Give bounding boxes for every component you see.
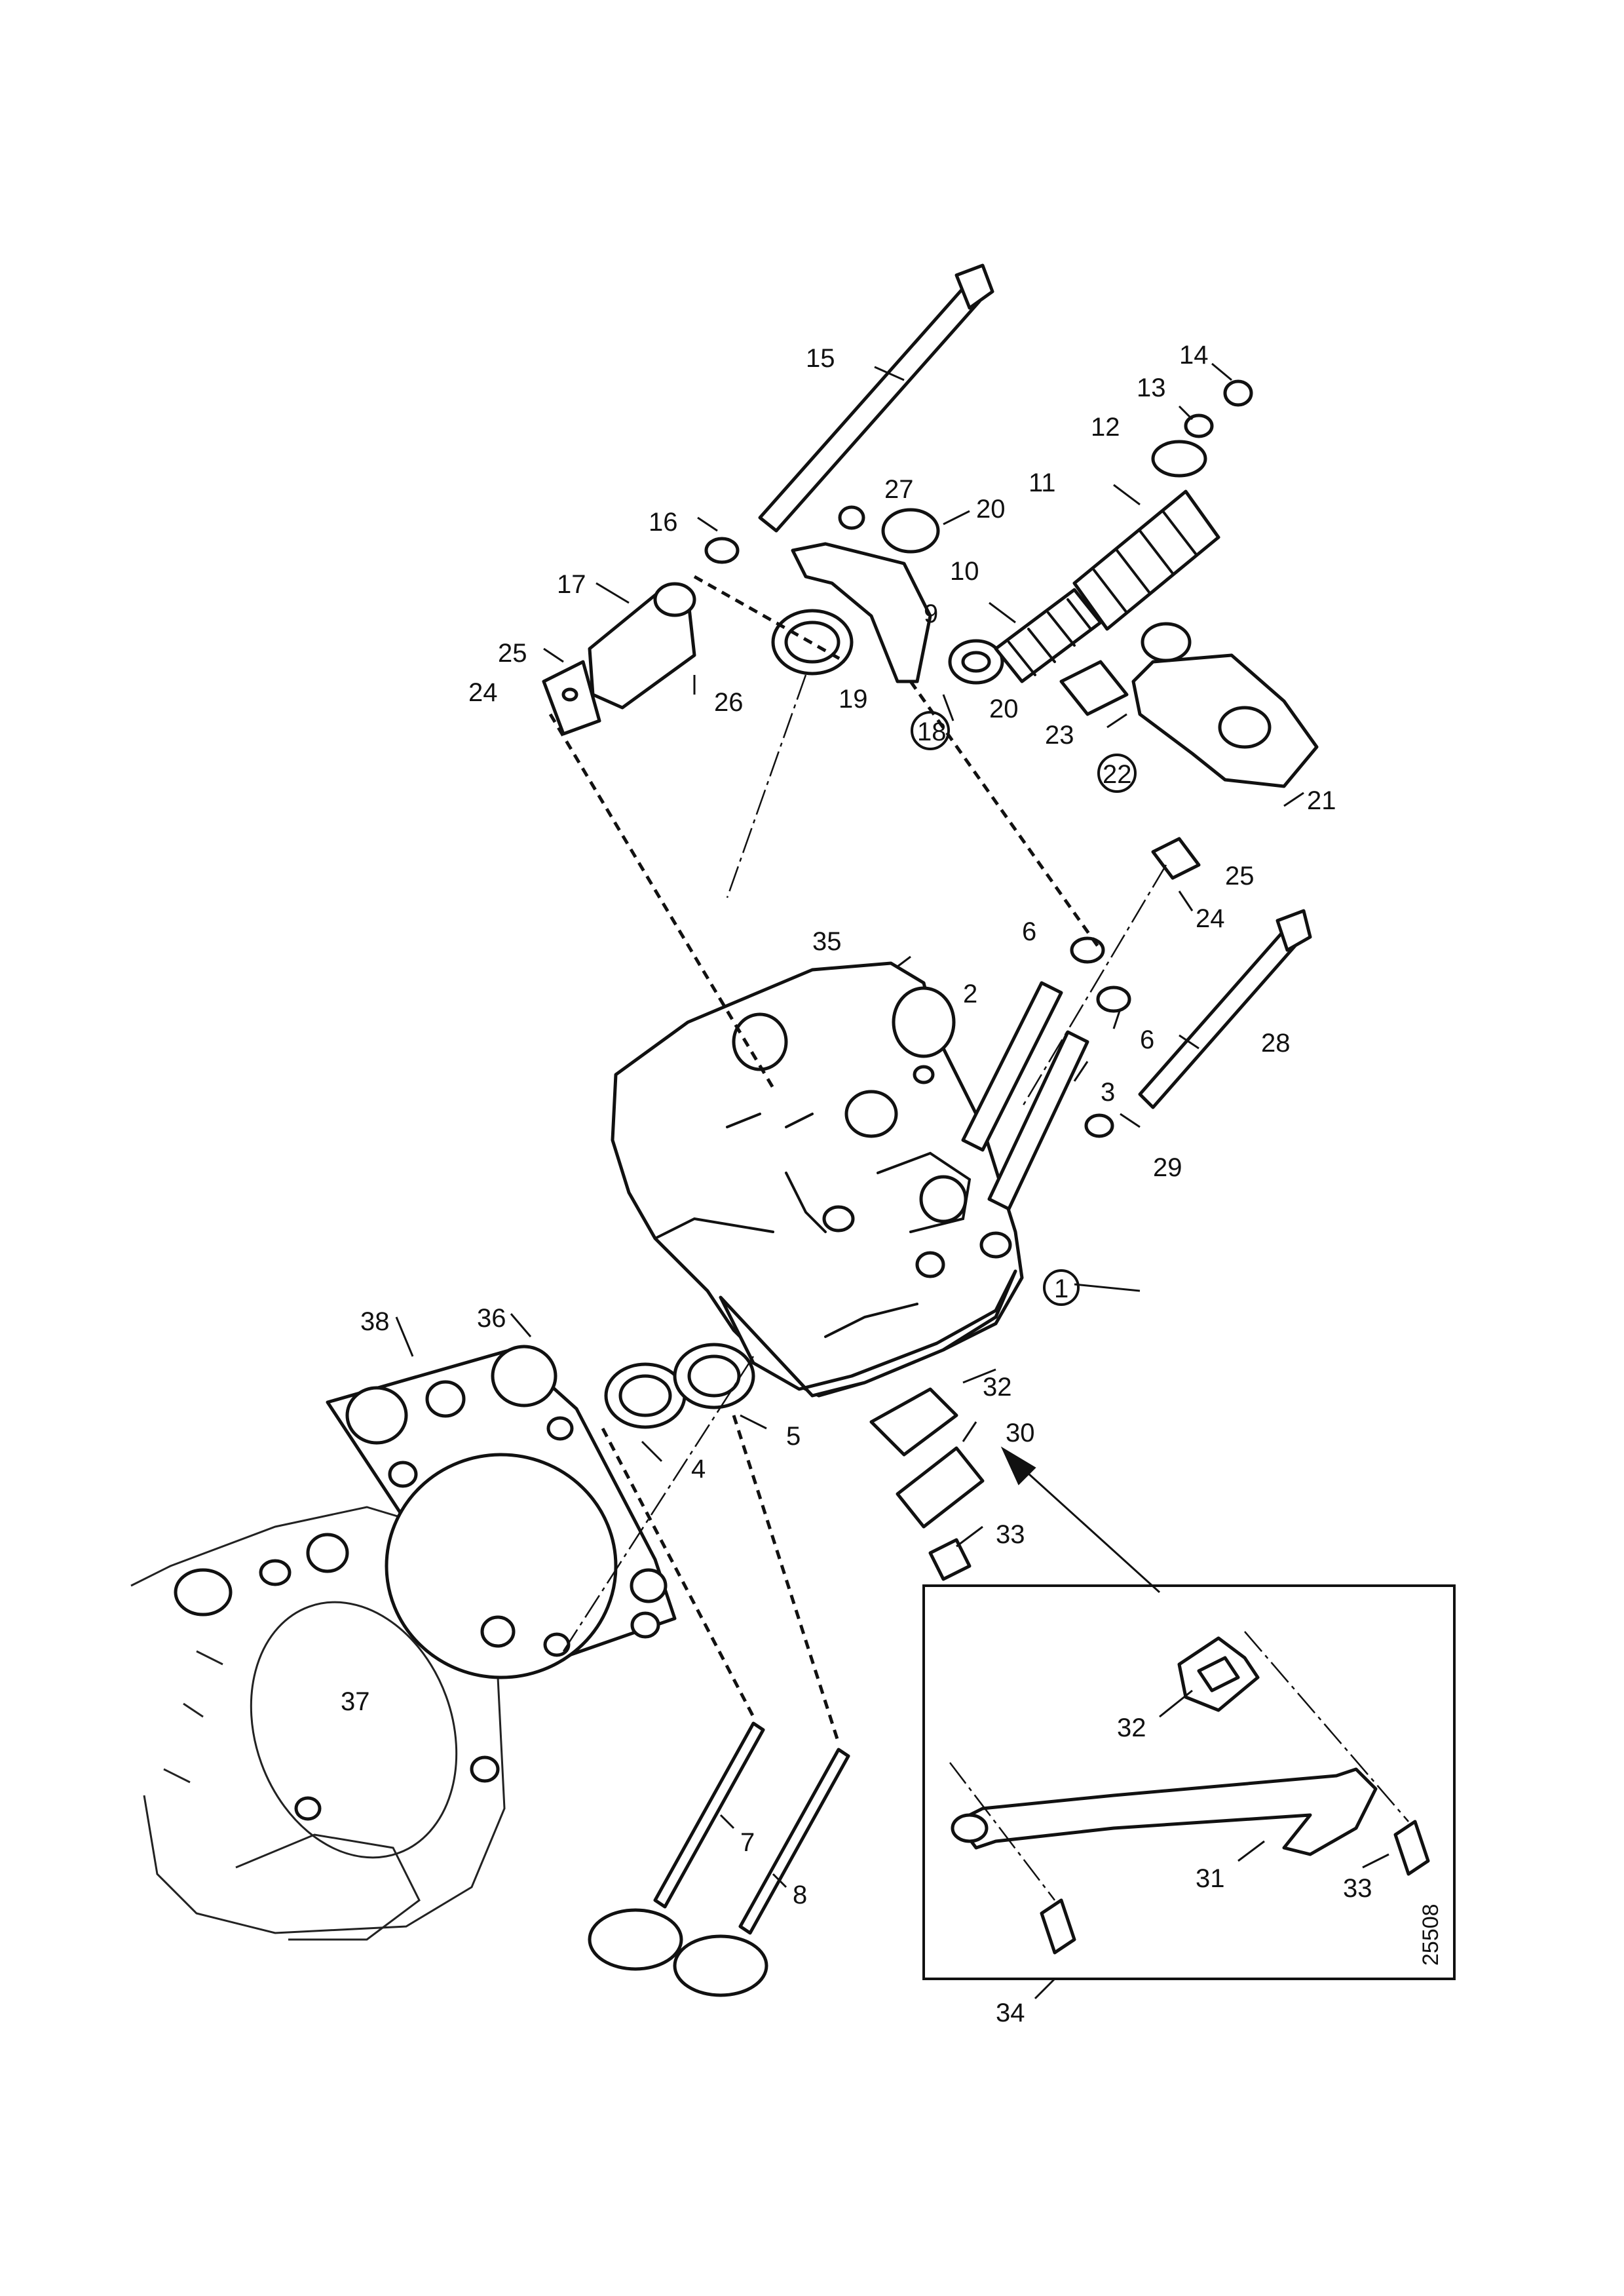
callout-26: 26 (714, 688, 744, 717)
callout-21: 21 (1307, 786, 1336, 815)
head-gasket-38 (326, 1345, 677, 1679)
drawing-reference-number: 25508 (1418, 1904, 1443, 1966)
engine-block-sketch (130, 1506, 506, 1941)
callout-13: 13 (1137, 373, 1166, 402)
callout-20b: 20 (989, 695, 1019, 723)
callout-20a: 20 (976, 495, 1006, 524)
callout-25b: 25 (1225, 862, 1255, 890)
callout-27: 27 (884, 475, 914, 504)
rocker-bracket-17 (542, 582, 696, 736)
valves (588, 1721, 850, 1997)
inset-detail-box: 32 31 33 34 25508 (922, 1584, 1456, 2027)
cylinder-head-1 (611, 961, 1024, 1398)
callout-24a: 24 (468, 678, 498, 707)
callout-18: 18 (917, 718, 947, 746)
callout-12: 12 (1091, 413, 1120, 442)
callout-30: 30 (1006, 1419, 1035, 1447)
inset-callout-33: 33 (1343, 1874, 1372, 1903)
callout-29: 29 (1153, 1153, 1182, 1182)
callout-9: 9 (924, 600, 938, 628)
inset-callout-32: 32 (1117, 1713, 1146, 1742)
callout-2: 2 (963, 980, 977, 1008)
callout-28: 28 (1261, 1029, 1291, 1058)
callout-23: 23 (1045, 721, 1074, 750)
seal-rings (604, 1343, 755, 1429)
callout-17: 17 (557, 570, 586, 599)
long-bolt-15 (704, 263, 994, 564)
callout-22: 22 (1103, 760, 1132, 789)
callout-32: 32 (983, 1373, 1012, 1402)
callout-7: 7 (740, 1828, 755, 1857)
callout-11: 11 (1029, 469, 1056, 497)
callout-19: 19 (839, 685, 868, 714)
callout-16: 16 (649, 508, 678, 537)
callout-8: 8 (793, 1881, 807, 1909)
callout-15: 15 (806, 344, 835, 373)
rocker-arm-21 (1059, 622, 1319, 880)
coolant-connector (869, 1387, 985, 1581)
alignment-lines (548, 575, 1167, 1744)
callout-25a: 25 (498, 639, 527, 668)
leader-lines (395, 362, 1304, 1888)
callout-1: 1 (1054, 1274, 1068, 1303)
callout-4: 4 (691, 1455, 706, 1483)
callout-24b: 24 (1196, 904, 1225, 933)
callout-6a: 6 (1022, 917, 1036, 946)
inset-callout-34: 34 (996, 1999, 1025, 2027)
callout-37: 37 (341, 1687, 370, 1716)
callout-3: 3 (1101, 1078, 1115, 1107)
callout-35: 35 (812, 927, 842, 956)
rocker-arm-18 (771, 505, 940, 683)
callout-38: 38 (360, 1307, 390, 1336)
callout-14: 14 (1179, 341, 1209, 370)
callout-5: 5 (786, 1422, 801, 1451)
push-rod-tubes (961, 936, 1131, 1211)
callout-33: 33 (996, 1520, 1025, 1549)
valve-springs (948, 379, 1253, 685)
stud-28 (1084, 909, 1312, 1138)
callout-6b: 6 (1140, 1025, 1154, 1054)
callout-36: 36 (477, 1304, 506, 1333)
callout-10: 10 (950, 557, 979, 586)
inset-callout-31: 31 (1196, 1864, 1225, 1893)
